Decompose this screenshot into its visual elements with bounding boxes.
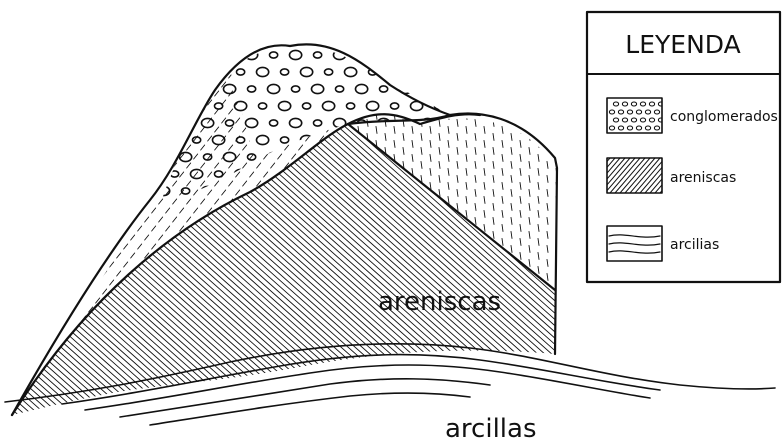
legend-label-conglomerados: conglomerados — [670, 109, 778, 125]
pebbles-icon — [607, 98, 662, 133]
label-areniscas: areniscas — [378, 287, 501, 317]
legend-title: LEYENDA — [625, 30, 740, 59]
legend-label-arcilias: arcilias — [670, 237, 719, 253]
legend-item-conglomerados: conglomerados — [607, 98, 778, 133]
label-arcillas: arcillas — [445, 414, 537, 441]
legend-item-arcilias: arcilias — [607, 226, 719, 261]
legend-label-areniscas: areniscas — [670, 170, 736, 186]
legend: LEYENDA conglomerados areniscas arcilias — [560, 12, 780, 282]
lower-sandstone-layer — [0, 100, 783, 420]
